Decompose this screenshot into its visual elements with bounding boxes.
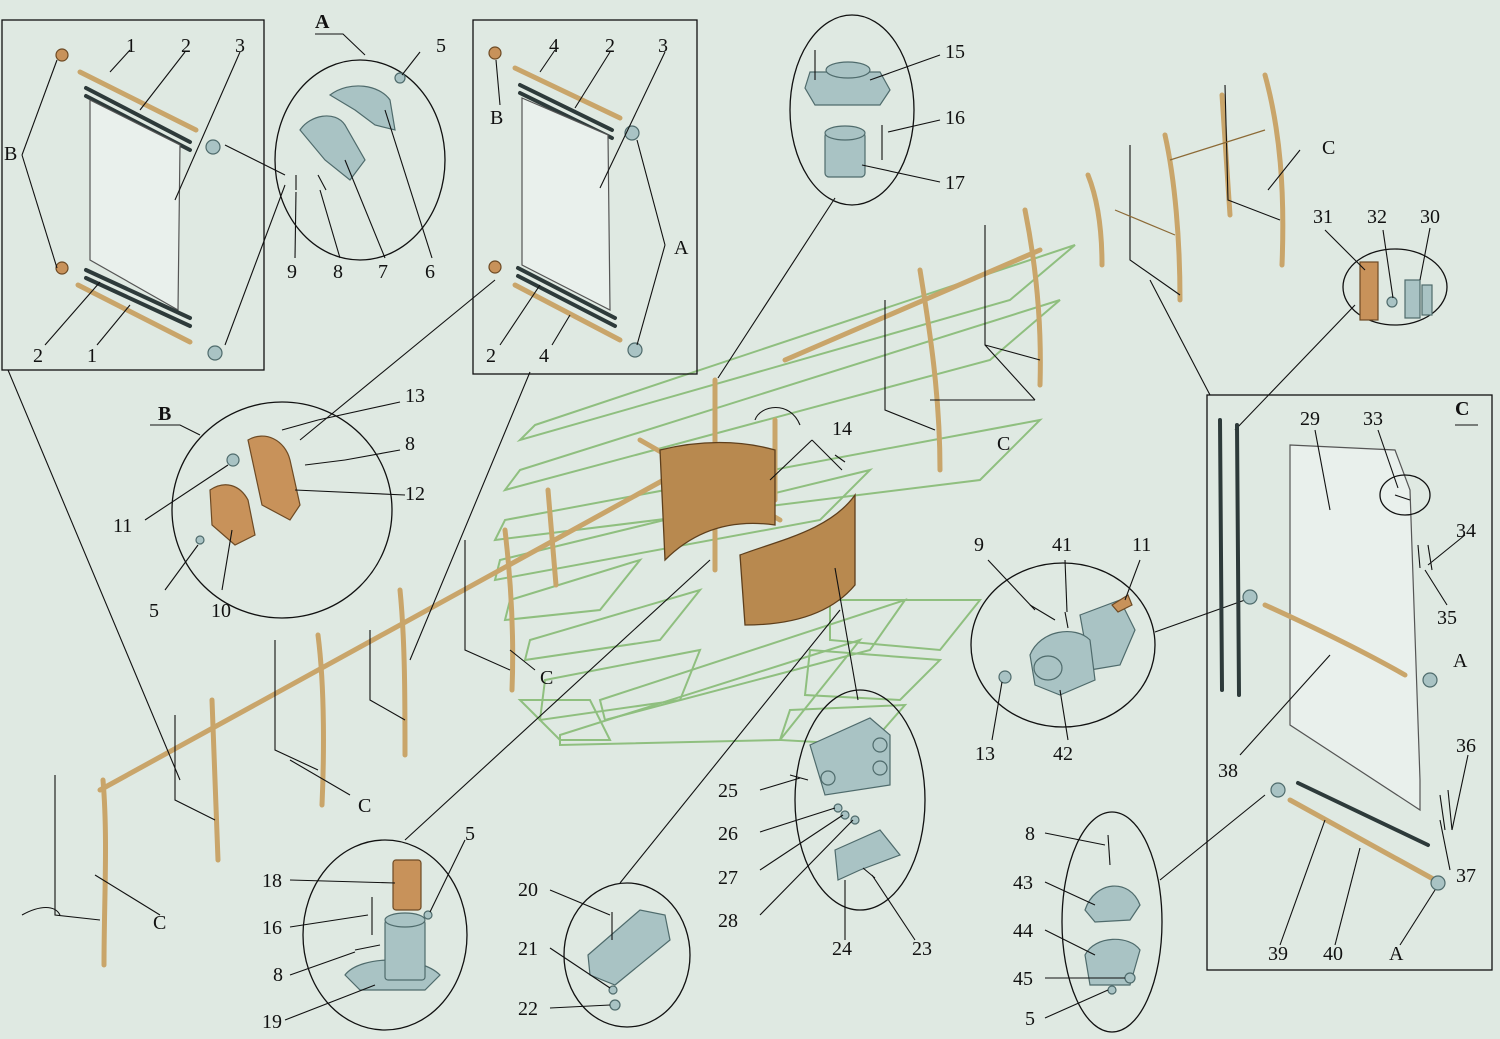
view-label-a: A xyxy=(315,11,330,33)
view-label-c: C xyxy=(1455,398,1469,420)
label-g-13: 13 xyxy=(975,743,995,765)
label-j-38: 38 xyxy=(1218,760,1238,782)
leader-lines xyxy=(7,149,1301,916)
label-f-23: 23 xyxy=(912,938,932,960)
label-h-45: 45 xyxy=(1013,968,1033,990)
label-d-8: 8 xyxy=(273,964,283,986)
label-c5: C xyxy=(153,912,166,934)
label-h-44: 44 xyxy=(1013,920,1033,942)
detail-a-ellipse xyxy=(224,33,446,346)
label-p1-2: 2 xyxy=(181,35,191,57)
label-g-41: 41 xyxy=(1052,534,1072,556)
label-d-5: 5 xyxy=(465,823,475,845)
label-j-39: 39 xyxy=(1268,943,1288,965)
label-j-34: 34 xyxy=(1456,520,1476,542)
label-j-37: 37 xyxy=(1456,865,1476,887)
rail-assembly xyxy=(21,72,1286,968)
label-h-5: 5 xyxy=(1025,1008,1035,1030)
label-a-8: 8 xyxy=(333,261,343,283)
window-detail-panel-1 xyxy=(1,19,265,371)
label-j-36: 36 xyxy=(1456,735,1476,757)
label-b-5: 5 xyxy=(149,600,159,622)
label-e-22: 22 xyxy=(518,998,538,1020)
label-j-A2: A xyxy=(1389,943,1404,965)
label-t-15: 15 xyxy=(945,41,965,63)
label-e-20: 20 xyxy=(518,879,538,901)
label-p1-3: 3 xyxy=(235,35,245,57)
label-m-14: 14 xyxy=(832,418,852,440)
label-f-25: 25 xyxy=(718,780,738,802)
label-c1: C xyxy=(1322,137,1335,159)
label-f-27: 27 xyxy=(718,867,738,889)
floor-outline xyxy=(493,244,1076,747)
curved-partition-panels xyxy=(659,441,856,626)
label-p1-1b: 1 xyxy=(87,345,97,367)
label-g-42: 42 xyxy=(1053,743,1073,765)
label-j-35: 35 xyxy=(1437,607,1457,629)
window-detail-panel-c xyxy=(1149,279,1493,971)
detail-clamp-ellipse xyxy=(1044,794,1266,1033)
label-g-9: 9 xyxy=(974,534,984,556)
label-j-A1: A xyxy=(1453,650,1468,672)
window-detail-panel-2 xyxy=(472,19,698,375)
label-p2-2b: 2 xyxy=(486,345,496,367)
detail-seal-ellipse xyxy=(1234,227,1448,431)
label-c3: C xyxy=(540,667,553,689)
detail-coupling-ellipse xyxy=(970,559,1246,741)
detail-flange-ellipse xyxy=(717,14,941,379)
label-d-16: 16 xyxy=(262,917,282,939)
label-d-19: 19 xyxy=(262,1011,282,1033)
label-h-8: 8 xyxy=(1025,823,1035,845)
label-p2-B: B xyxy=(490,107,503,129)
view-label-b: B xyxy=(158,403,171,425)
label-j-33: 33 xyxy=(1363,408,1383,430)
label-a-9: 9 xyxy=(287,261,297,283)
label-f-28: 28 xyxy=(718,910,738,932)
label-i-32: 32 xyxy=(1367,206,1387,228)
label-f-24: 24 xyxy=(832,938,852,960)
label-h-43: 43 xyxy=(1013,872,1033,894)
label-a-6: 6 xyxy=(425,261,435,283)
label-e-21: 21 xyxy=(518,938,538,960)
label-p1-1: 1 xyxy=(126,35,136,57)
label-d-18: 18 xyxy=(262,870,282,892)
label-b-13: 13 xyxy=(405,385,425,407)
label-p1-B: B xyxy=(4,143,17,165)
label-p2-A: A xyxy=(674,237,689,259)
detail-post-base-ellipse xyxy=(284,559,711,1031)
label-p2-3: 3 xyxy=(658,35,668,57)
callout-labels: 1 2 3 B 2 1 4 2 3 B A 2 4 A 5 9 8 7 6 B … xyxy=(4,11,1476,1033)
label-p2-4b: 4 xyxy=(539,345,549,367)
label-b-8: 8 xyxy=(405,433,415,455)
label-p1-2b: 2 xyxy=(33,345,43,367)
label-t-17: 17 xyxy=(945,172,965,194)
label-b-11: 11 xyxy=(113,515,132,537)
label-g-11: 11 xyxy=(1132,534,1151,556)
label-p2-2: 2 xyxy=(605,35,615,57)
detail-b-ellipse xyxy=(144,279,496,619)
label-j-29: 29 xyxy=(1300,408,1320,430)
label-c4: C xyxy=(358,795,371,817)
detail-bracket-ellipse xyxy=(549,609,841,1028)
label-i-31: 31 xyxy=(1313,206,1333,228)
detail-plate-ellipse xyxy=(759,567,926,941)
label-b-10: 10 xyxy=(211,600,231,622)
label-j-40: 40 xyxy=(1323,943,1343,965)
label-p2-4: 4 xyxy=(549,35,559,57)
label-c2: C xyxy=(997,433,1010,455)
label-b-12: 12 xyxy=(405,483,425,505)
label-t-16: 16 xyxy=(945,107,965,129)
label-a-5: 5 xyxy=(436,35,446,57)
label-f-26: 26 xyxy=(718,823,738,845)
label-i-30: 30 xyxy=(1420,206,1440,228)
label-a-7: 7 xyxy=(378,261,388,283)
